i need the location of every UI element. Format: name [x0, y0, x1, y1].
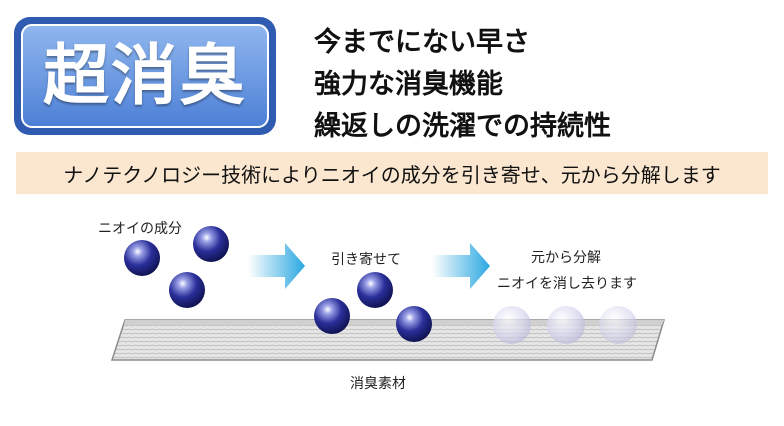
step1-label: ニオイの成分	[98, 221, 182, 237]
decomposed-molecule	[599, 306, 637, 344]
material-label: 消臭素材	[350, 376, 406, 392]
description-banner: ナノテクノロジー技術によりニオイの成分を引き寄せ、元から分解します	[16, 152, 768, 194]
step2-label: 引き寄せて	[331, 252, 401, 268]
odor-molecule	[169, 272, 205, 308]
odor-molecule	[396, 306, 432, 342]
decomposed-molecule	[493, 306, 531, 344]
badge: 超消臭	[21, 24, 269, 128]
decomposed-molecule	[547, 306, 585, 344]
step3-label-line2: ニオイを消し去ります	[497, 276, 637, 292]
odor-molecule	[357, 272, 393, 308]
feature-item-durability: 繰返しの洗濯での持続性	[314, 111, 611, 142]
badge-title: 超消臭	[43, 37, 247, 114]
arrow-icon	[432, 243, 490, 289]
arrow-icon	[248, 243, 305, 289]
odor-molecule	[124, 240, 160, 276]
feature-list: 今までにない早さ 強力な消臭機能 繰返しの洗濯での持続性	[314, 22, 611, 148]
description-text: ナノテクノロジー技術によりニオイの成分を引き寄せ、元から分解します	[63, 162, 721, 187]
step3-label-line1: 元から分解	[531, 250, 601, 266]
feature-item-speed: 今までにない早さ	[314, 27, 530, 58]
feature-item-power: 強力な消臭機能	[314, 69, 503, 100]
odor-molecule	[314, 298, 350, 334]
odor-molecule	[193, 226, 229, 262]
